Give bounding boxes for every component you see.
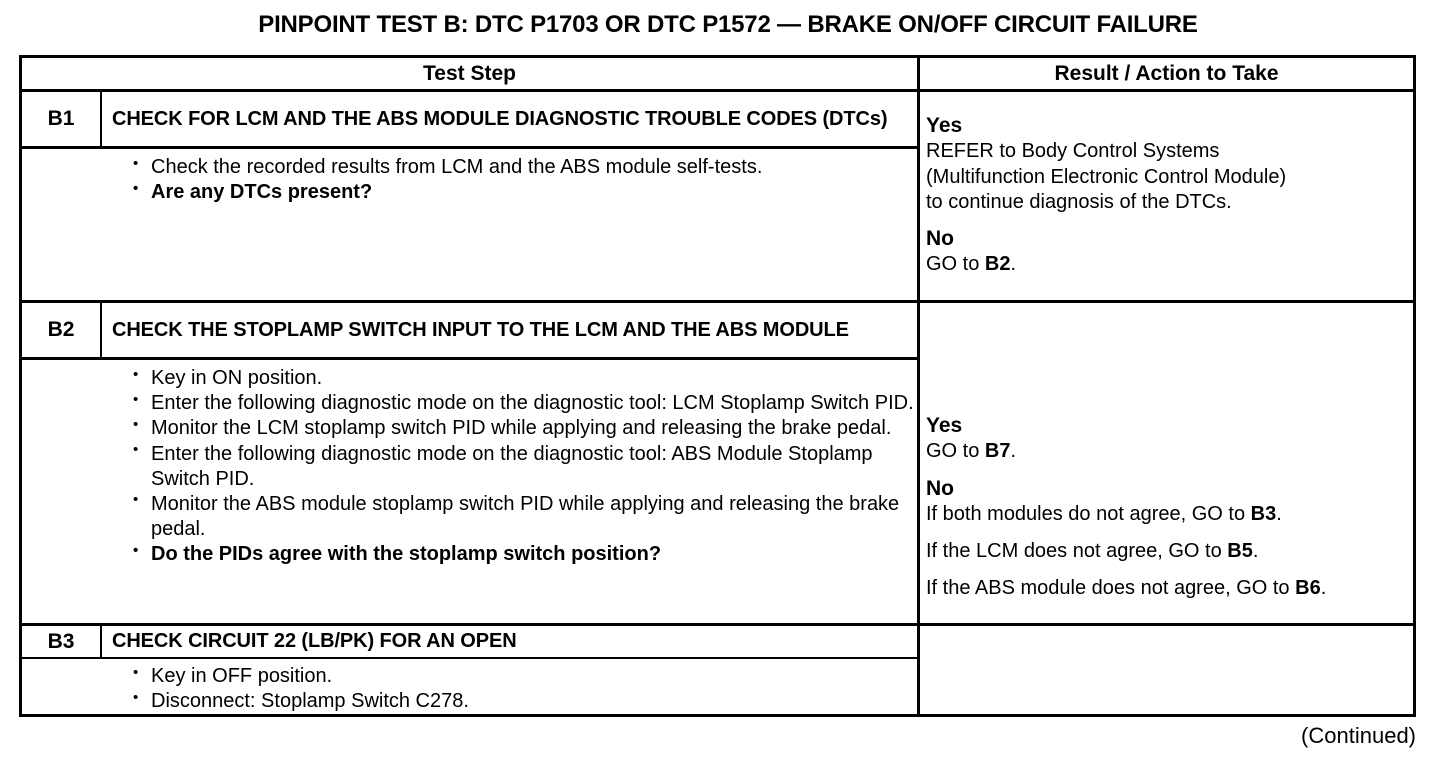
list-item: Monitor the ABS module stoplamp switch P…	[22, 491, 917, 542]
step-id-b3: B3	[47, 629, 75, 653]
list-item: Key in OFF position.	[22, 663, 917, 689]
step-b2-title-rule	[22, 357, 917, 360]
answer-text: If the LCM does not agree, GO to B5.	[926, 539, 1409, 564]
list-item: Are any DTCs present?	[22, 180, 917, 205]
answer-text: GO to B2.	[926, 252, 1409, 277]
step-header-b2: B2 CHECK THE STOPLAMP SWITCH INPUT TO TH…	[22, 303, 917, 357]
answer-text: If the ABS module does not agree, GO to …	[926, 576, 1409, 601]
answer-label-no: No	[926, 227, 954, 251]
list-item: Enter the following diagnostic mode on t…	[22, 391, 917, 416]
answer-suffix: .	[1252, 540, 1259, 563]
result-cell-b1: Yes REFER to Body Control Systems (Multi…	[920, 113, 1413, 278]
step-b1-title-rule	[22, 146, 917, 149]
step-header-b3: B3 CHECK CIRCUIT 22 (LB/PK) FOR AN OPEN	[22, 626, 917, 657]
list-item: Key in ON position.	[22, 365, 917, 391]
column-header-test-step: Test Step	[423, 61, 516, 85]
column-divider	[917, 58, 920, 714]
result-cell-b2: Yes GO to B7. No If both modules do not …	[920, 413, 1413, 602]
continued-note: (Continued)	[1301, 723, 1416, 748]
answer-text: GO to B7.	[926, 439, 1409, 464]
step-reference: B7	[984, 440, 1011, 463]
bullet-list-b1: Check the recorded results from LCM and …	[22, 154, 917, 205]
step-body-b2: Key in ON position. Enter the following …	[22, 365, 917, 568]
step-reference: B6	[1295, 577, 1321, 600]
answer-text: REFER to Body Control Systems	[926, 140, 1220, 163]
answer-prefix: If both modules do not agree, GO to	[926, 503, 1251, 526]
step-b2-b3-rule	[22, 623, 1413, 626]
header-row-rule	[22, 89, 1413, 92]
step-id-divider	[100, 303, 102, 357]
answer-label-no: No	[926, 476, 954, 500]
answer-text: to continue diagnosis of the DTCs.	[926, 190, 1232, 213]
step-id-divider	[100, 92, 102, 146]
pinpoint-test-table: Test Step Result / Action to Take B1 CHE…	[19, 55, 1416, 717]
step-id-b1: B1	[47, 107, 75, 130]
answer-label-yes: Yes	[926, 114, 963, 137]
list-item: Monitor the LCM stoplamp switch PID whil…	[22, 416, 917, 441]
step-header-b1: B1 CHECK FOR LCM AND THE ABS MODULE DIAG…	[22, 92, 917, 146]
step-reference: B2	[984, 253, 1011, 276]
answer-label-yes: Yes	[926, 414, 963, 437]
answer-prefix: If the LCM does not agree, GO to	[926, 540, 1228, 563]
list-item: Disconnect: Stoplamp Switch C278.	[22, 689, 917, 714]
answer-suffix: .	[1320, 577, 1327, 600]
answer-suffix: .	[1010, 440, 1017, 463]
step-b1-b2-rule	[22, 300, 1413, 303]
step-reference: B3	[1250, 503, 1277, 526]
step-title-b1: CHECK FOR LCM AND THE ABS MODULE DIAGNOS…	[112, 107, 888, 130]
answer-suffix: .	[1276, 503, 1282, 526]
answer-prefix: GO to	[926, 440, 985, 463]
bullet-list-b2: Key in ON position. Enter the following …	[22, 365, 917, 568]
answer-prefix: GO to	[926, 253, 985, 276]
step-reference: B5	[1227, 540, 1253, 563]
step-b3-title-rule	[22, 657, 917, 659]
page-title: PINPOINT TEST B: DTC P1703 OR DTC P1572 …	[258, 11, 1198, 38]
answer-suffix: .	[1010, 253, 1017, 276]
step-title-b3: CHECK CIRCUIT 22 (LB/PK) FOR AN OPEN	[112, 630, 517, 653]
step-title-b2: CHECK THE STOPLAMP SWITCH INPUT TO THE L…	[112, 318, 849, 341]
bullet-list-b3: Key in OFF position. Disconnect: Stoplam…	[22, 663, 917, 714]
step-id-b2: B2	[47, 318, 75, 341]
step-id-divider	[100, 626, 102, 657]
answer-text: (Multifunction Electronic Control Module…	[926, 165, 1287, 188]
list-item: Check the recorded results from LCM and …	[22, 154, 917, 180]
step-body-b3: Key in OFF position. Disconnect: Stoplam…	[22, 663, 917, 714]
list-item: Enter the following diagnostic mode on t…	[22, 441, 917, 492]
column-header-result-action: Result / Action to Take	[1054, 61, 1279, 85]
answer-prefix: If the ABS module does not agree, GO to	[926, 577, 1296, 600]
list-item: Do the PIDs agree with the stoplamp swit…	[22, 542, 917, 567]
answer-text: If both modules do not agree, GO to B3.	[926, 502, 1409, 527]
step-body-b1: Check the recorded results from LCM and …	[22, 154, 917, 205]
